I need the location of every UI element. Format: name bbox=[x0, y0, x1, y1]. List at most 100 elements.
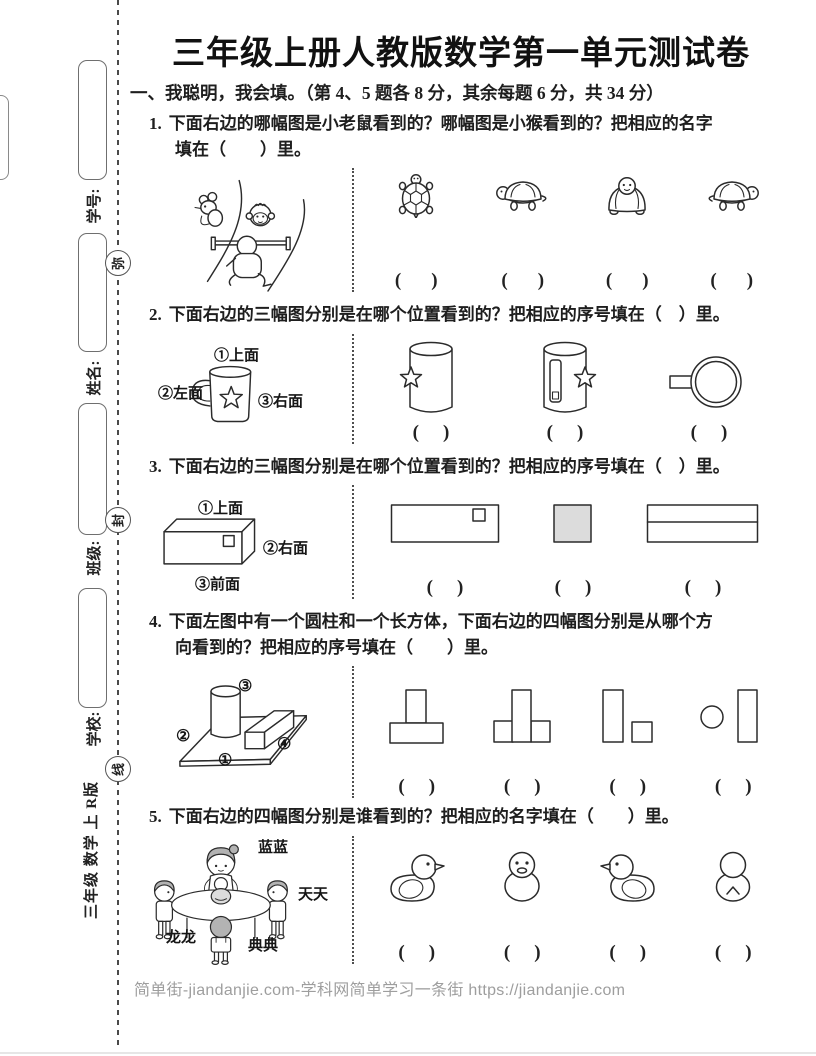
q4-answer-options: () () () bbox=[354, 664, 792, 800]
question-2-figures: ①上面 ②左面 ③右面 () bbox=[130, 332, 792, 446]
question-5-line: 下面右边的四幅图分别是谁看到的？把相应的名字填在（ ）里。 bbox=[168, 807, 679, 826]
section-heading-text: 一、我聪明，我会填。 bbox=[130, 83, 305, 103]
bracket-close: ) bbox=[639, 776, 647, 797]
mug-side-view-star-left-icon bbox=[399, 341, 453, 413]
kids-around-table-scene-icon bbox=[153, 843, 288, 965]
mug-with-star-icon bbox=[191, 365, 252, 422]
question-1-number: 1. bbox=[149, 114, 162, 133]
q1-answer-options: () () bbox=[354, 166, 792, 294]
view-tall-rect-through-icon bbox=[493, 689, 551, 743]
bracket-close: ) bbox=[746, 270, 754, 291]
bracket-open: ( bbox=[554, 577, 561, 598]
answer-bracket: () bbox=[398, 776, 435, 798]
bracket-close: ) bbox=[457, 577, 464, 598]
mug-top-view-icon bbox=[669, 355, 742, 408]
answer-bracket: () bbox=[691, 422, 728, 444]
school-label: 学校: bbox=[87, 711, 103, 747]
q4-option-3: () bbox=[588, 666, 668, 800]
answer-bracket: () bbox=[395, 270, 438, 292]
q4-option-1: () bbox=[377, 666, 457, 800]
answer-bracket: () bbox=[606, 270, 649, 292]
seal-char-1-text: 弥 bbox=[111, 256, 127, 270]
question-4-figures: ③ ② ④ ① () bbox=[130, 664, 792, 800]
question-2-number: 2. bbox=[149, 305, 162, 324]
q3-option-1: () bbox=[390, 485, 500, 601]
answer-bracket: () bbox=[715, 776, 752, 798]
q3-scene: ①上面 ②右面 ③前面 bbox=[130, 483, 352, 601]
answer-bracket: () bbox=[710, 270, 753, 292]
bracket-open: ( bbox=[714, 941, 722, 963]
q5-option-1: () bbox=[386, 836, 448, 966]
name-box bbox=[78, 233, 107, 352]
q2-label-right: ③右面 bbox=[258, 393, 304, 410]
q3-option-2: () bbox=[552, 485, 594, 601]
bracket-close: ) bbox=[537, 270, 545, 291]
q4-scene: ③ ② ④ ① bbox=[130, 664, 352, 800]
bracket-close: ) bbox=[534, 776, 541, 797]
turtle-right-side-view-icon bbox=[708, 181, 759, 211]
q4-option-2: () bbox=[482, 666, 562, 800]
answer-bracket: () bbox=[715, 942, 752, 964]
bracket-open: ( bbox=[605, 270, 613, 291]
seal-char-3-text: 线 bbox=[111, 762, 127, 776]
class-label: 班级: bbox=[87, 540, 103, 576]
bracket-open: ( bbox=[398, 941, 405, 963]
dotted-divider bbox=[352, 485, 354, 599]
mouse-monkey-turtle-scene-icon bbox=[194, 179, 306, 292]
q2-answer-options: () () bbox=[354, 332, 792, 446]
question-2-text: 2.下面右边的三幅图分别是在哪个位置看到的？把相应的序号填在（ ）里。 bbox=[130, 302, 792, 328]
q2-label-left: ②左面 bbox=[158, 385, 204, 402]
bracket-close: ) bbox=[721, 421, 728, 443]
question-4-line2: 向看到的？把相应的序号填在（ ）里。 bbox=[175, 637, 498, 657]
q3-label-right: ②右面 bbox=[263, 541, 309, 557]
cylinder-cuboid-platform-icon bbox=[179, 685, 307, 767]
q2-label-top: ①上面 bbox=[214, 347, 260, 364]
duck-front-view-icon bbox=[504, 851, 540, 902]
seal-char-1: 弥 bbox=[105, 250, 131, 276]
front-view-t-shape-icon bbox=[389, 689, 444, 744]
question-3-line: 下面右边的三幅图分别是在哪个位置看到的？把相应的序号填在（ ）里。 bbox=[168, 456, 730, 476]
q2-option-2: () bbox=[533, 334, 597, 446]
section-heading: 一、我聪明，我会填。（第 4、5 题各 8 分，其余每题 6 分，共 34 分） bbox=[130, 80, 792, 105]
seal-char-2: 封 bbox=[105, 507, 131, 533]
q1-scene bbox=[130, 166, 352, 294]
duck-right-side-view-icon bbox=[390, 853, 445, 902]
q5-name-bottom: 典典 bbox=[248, 937, 279, 954]
question-5-text: 5. 下面右边的四幅图分别是谁看到的？把相应的名字填在（ ）里。 bbox=[130, 804, 792, 830]
bracket-open: ( bbox=[394, 270, 402, 291]
question-5-number: 5. bbox=[149, 807, 162, 826]
q1-option-3: () bbox=[601, 168, 653, 294]
q1-option-2: () bbox=[493, 168, 553, 294]
bracket-open: ( bbox=[690, 421, 697, 443]
main-content: 三年级上册人教版数学第一单元测试卷 一、我聪明，我会填。（第 4、5 题各 8 … bbox=[130, 0, 792, 1056]
question-1-line1: 下面右边的哪幅图是小老鼠看到的？哪幅图是小猴看到的？把相应的名字 bbox=[168, 114, 713, 133]
bracket-open: ( bbox=[684, 577, 691, 598]
answer-bracket: () bbox=[547, 422, 584, 444]
student-id-label: 学号: bbox=[87, 188, 103, 224]
q4-label-front: ① bbox=[218, 752, 233, 769]
dotted-divider bbox=[352, 666, 354, 798]
turtle-top-view-icon bbox=[399, 173, 434, 218]
question-3-figures: ①上面 ②右面 ③前面 () () bbox=[130, 483, 792, 601]
q5-option-3: () bbox=[597, 836, 659, 966]
bracket-open: ( bbox=[398, 776, 405, 797]
answer-bracket: () bbox=[504, 776, 541, 798]
answer-bracket: () bbox=[609, 776, 646, 798]
q4-label-right: ④ bbox=[277, 736, 292, 753]
name-label: 姓名: bbox=[87, 360, 103, 396]
bracket-open: ( bbox=[426, 577, 433, 598]
question-3-number: 3. bbox=[149, 456, 162, 476]
seal-char-2-text: 封 bbox=[111, 513, 127, 527]
q4-label-left: ② bbox=[176, 728, 191, 745]
q5-name-top: 蓝蓝 bbox=[258, 839, 289, 856]
dotted-divider bbox=[352, 835, 354, 964]
bracket-close: ) bbox=[715, 577, 722, 598]
duck-back-view-icon bbox=[716, 851, 751, 902]
question-3-text: 3. 下面右边的三幅图分别是在哪个位置看到的？把相应的序号填在（ ）里。 bbox=[130, 454, 792, 480]
bracket-close: ) bbox=[428, 941, 436, 963]
q3-label-top: ①上面 bbox=[198, 501, 244, 517]
cuboid-box-icon bbox=[163, 518, 256, 565]
bracket-open: ( bbox=[501, 270, 508, 291]
question-5-figures: 蓝蓝 天天 龙龙 典典 () bbox=[130, 834, 792, 966]
